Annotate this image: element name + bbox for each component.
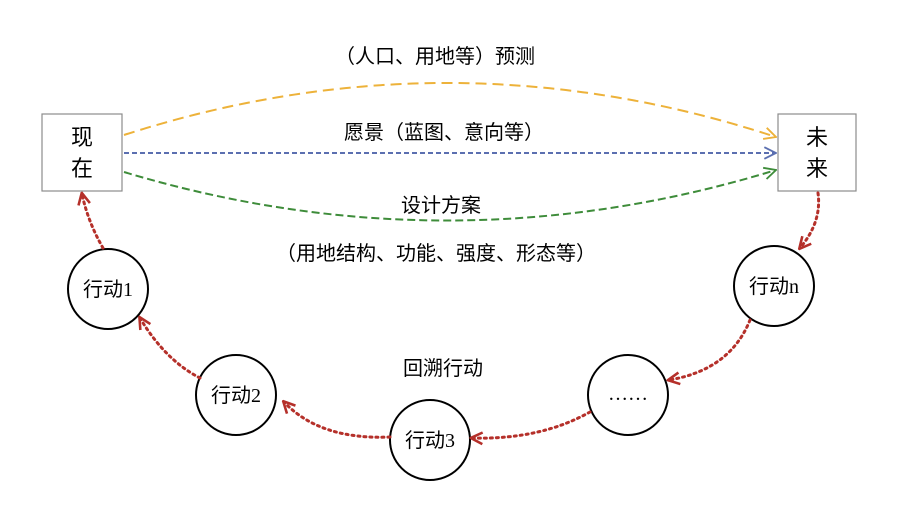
future-box: 未 来 (777, 113, 857, 192)
future-label-line2: 来 (806, 157, 828, 182)
forecast-arrow (123, 82, 776, 137)
vision-label: 愿景（蓝图、意向等） (344, 120, 544, 144)
present-label-line2: 在 (71, 157, 93, 182)
design-label: 设计方案 (401, 193, 481, 217)
action-node-2: 行动2 (195, 354, 277, 436)
backcast-arrow-1-to-present (82, 194, 105, 250)
design-arrow (123, 170, 776, 222)
backcast-arrow-2-to-1 (140, 318, 202, 380)
forecast-label: （人口、用地等）预测 (335, 44, 535, 68)
present-box: 现 在 (41, 113, 123, 192)
future-label-line1: 未 (806, 126, 828, 151)
backcast-arrow-future-to-n (800, 191, 821, 248)
action-1-label: 行动1 (83, 278, 133, 301)
action-n-label: 行动n (749, 275, 799, 298)
action-node-ellipsis: …… (587, 354, 669, 436)
backcast-arrow-3-to-2 (284, 402, 392, 439)
action-2-label: 行动2 (211, 384, 261, 407)
action-node-1: 行动1 (67, 248, 149, 330)
action-node-n: 行动n (733, 245, 815, 327)
backcast-arrow-n-to-ellipsis (669, 318, 752, 380)
action-node-3: 行动3 (389, 399, 471, 481)
backcasting-label: 回溯行动 (403, 356, 483, 380)
ellipsis-label: …… (608, 383, 648, 405)
backcast-arrow-ellipsis-to-3 (472, 410, 592, 438)
action-3-label: 行动3 (405, 429, 455, 452)
present-label-line1: 现 (71, 126, 93, 151)
design-detail-label: （用地结构、功能、强度、形态等） (276, 241, 596, 265)
